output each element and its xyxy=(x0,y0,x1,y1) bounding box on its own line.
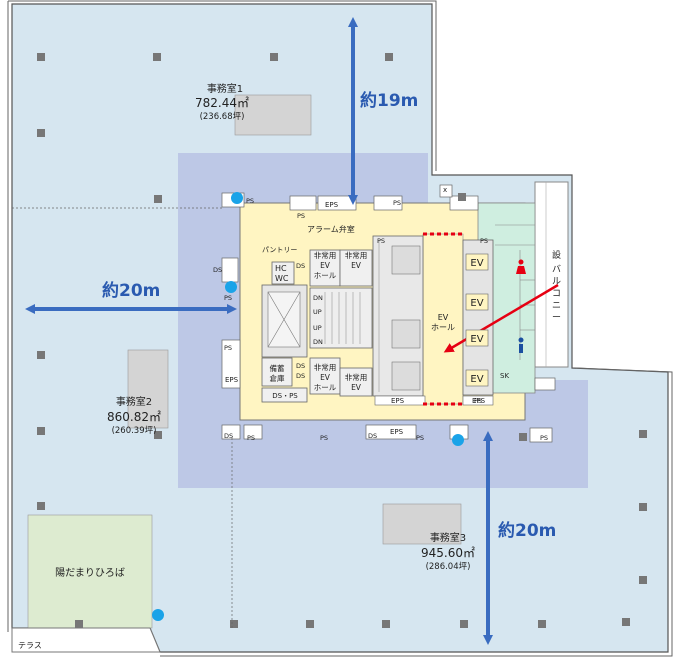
pantry-label: パントリー xyxy=(262,246,297,254)
office3-label: 事務室3 945.60㎡ (286.04坪) xyxy=(421,531,475,572)
hidamari-area xyxy=(27,514,153,629)
svg-text:(236.68坪): (236.68坪) xyxy=(200,112,245,122)
svg-text:EV: EV xyxy=(438,313,449,322)
ev-hall xyxy=(422,233,464,405)
svg-text:事務室1: 事務室1 xyxy=(207,82,243,95)
svg-text:ー: ー xyxy=(552,313,561,323)
svg-text:DS: DS xyxy=(296,372,305,380)
svg-text:非常用: 非常用 xyxy=(314,250,337,260)
svg-text:事務室2: 事務室2 xyxy=(116,395,152,408)
svg-text:ホール: ホール xyxy=(314,383,337,392)
svg-text:ホール: ホール xyxy=(314,271,337,280)
markers xyxy=(152,192,464,621)
svg-text:DS: DS xyxy=(296,362,305,370)
hidamari-label: 陽だまりひろば xyxy=(55,567,125,579)
svg-text:非常用: 非常用 xyxy=(345,250,368,260)
svg-text:EPS: EPS xyxy=(472,397,486,405)
office2-label: 事務室2 860.82㎡ (260.39坪) xyxy=(107,395,161,436)
svg-text:EV: EV xyxy=(351,261,362,270)
svg-text:PS: PS xyxy=(480,237,488,245)
svg-text:EPS: EPS xyxy=(225,376,239,384)
svg-text:PS: PS xyxy=(377,237,385,245)
terrace-label: テラス xyxy=(18,641,42,650)
svg-text:事務室3: 事務室3 xyxy=(430,531,466,544)
svg-text:EV: EV xyxy=(320,261,331,270)
svg-text:PS: PS xyxy=(540,434,548,442)
svg-text:DN: DN xyxy=(313,294,323,302)
svg-text:UP: UP xyxy=(313,324,322,332)
svg-text:PS: PS xyxy=(247,434,255,442)
svg-text:EV: EV xyxy=(351,383,362,392)
svg-text:PS: PS xyxy=(393,199,401,207)
svg-text:PS: PS xyxy=(246,197,254,205)
svg-text:HC: HC xyxy=(275,264,287,273)
svg-text:x: x xyxy=(443,186,447,194)
svg-text:DS・PS: DS・PS xyxy=(272,392,298,400)
svg-text:バ: バ xyxy=(552,264,561,275)
svg-text:ニ: ニ xyxy=(552,301,561,311)
dimension-west: 約20m xyxy=(102,280,160,301)
balcony xyxy=(534,181,569,368)
svg-text:EV: EV xyxy=(470,298,483,309)
svg-text:WC: WC xyxy=(275,274,289,283)
svg-text:備蓄: 備蓄 xyxy=(270,363,285,373)
svg-text:PS: PS xyxy=(297,212,305,220)
svg-text:非常用: 非常用 xyxy=(345,372,368,382)
svg-text:EPS: EPS xyxy=(391,397,405,405)
dimension-south: 約20m xyxy=(498,520,556,541)
svg-text:DS: DS xyxy=(296,262,305,270)
svg-text:DS: DS xyxy=(368,432,377,440)
svg-text:UP: UP xyxy=(313,308,322,316)
svg-text:EPS: EPS xyxy=(325,201,339,209)
svg-text:非常用: 非常用 xyxy=(314,362,337,372)
svg-text:EV: EV xyxy=(470,334,483,345)
svg-text:(260.39坪): (260.39坪) xyxy=(112,426,157,436)
svg-text:設: 設 xyxy=(552,249,561,261)
svg-text:コ: コ xyxy=(552,289,561,299)
svg-text:ホール: ホール xyxy=(431,323,455,332)
svg-text:945.60㎡: 945.60㎡ xyxy=(421,546,475,560)
svg-text:倉庫: 倉庫 xyxy=(270,373,285,383)
balcony-label: 設 バ ル コ ニ ー xyxy=(552,249,561,323)
svg-text:PS: PS xyxy=(224,294,232,302)
svg-text:EV: EV xyxy=(470,258,483,269)
svg-text:DN: DN xyxy=(313,338,323,346)
svg-text:ル: ル xyxy=(552,277,561,287)
svg-text:EPS: EPS xyxy=(390,428,404,436)
office1-label: 事務室1 782.44㎡ (236.68坪) xyxy=(195,82,249,122)
svg-text:PS: PS xyxy=(416,434,424,442)
svg-text:(286.04坪): (286.04坪) xyxy=(426,562,471,572)
svg-text:782.44㎡: 782.44㎡ xyxy=(195,96,249,110)
svg-text:SK: SK xyxy=(500,372,509,380)
dimension-north: 約19m xyxy=(360,90,418,111)
svg-text:EV: EV xyxy=(470,374,483,385)
alarm-valve-label: アラーム弁室 xyxy=(307,224,355,234)
svg-text:EV: EV xyxy=(320,373,331,382)
svg-text:DS: DS xyxy=(213,266,222,274)
svg-text:860.82㎡: 860.82㎡ xyxy=(107,410,161,424)
svg-text:PS: PS xyxy=(224,344,232,352)
svg-text:DS: DS xyxy=(224,432,233,440)
columns xyxy=(37,53,647,628)
svg-text:PS: PS xyxy=(320,434,328,442)
svg-text:PS: PS xyxy=(474,397,482,405)
